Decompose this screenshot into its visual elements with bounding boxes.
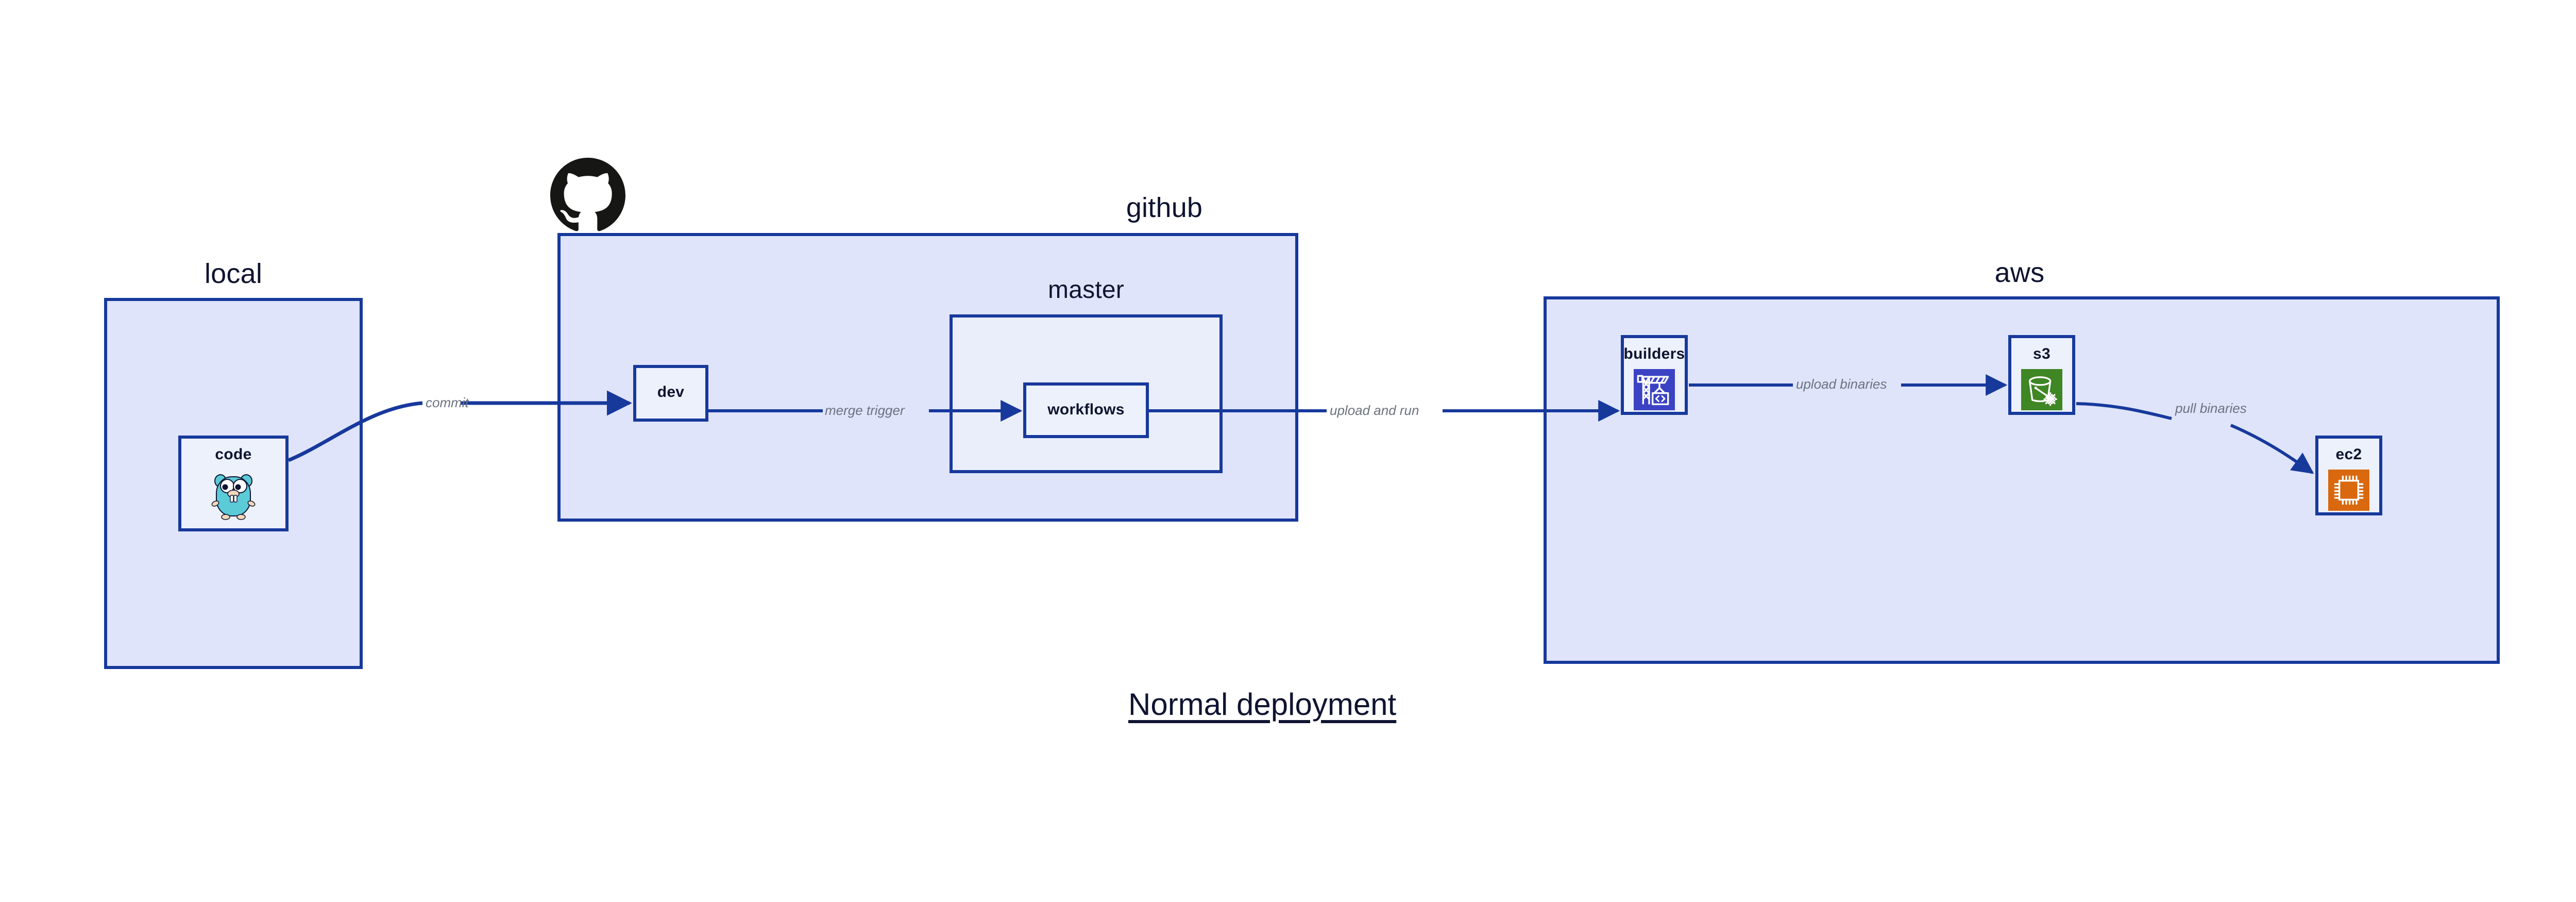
node-s3[interactable]: s3 (2008, 335, 2075, 415)
github-octocat-icon (550, 158, 625, 233)
node-dev-label: dev (657, 383, 685, 400)
edge-label-merge-trigger: merge trigger (825, 403, 905, 418)
bucket-snowflake-icon (2021, 369, 2062, 410)
zone-github-label: github (1126, 192, 1203, 223)
node-ec2-label: ec2 (2335, 446, 2362, 463)
edge-label-pull-binaries: pull binaries (2175, 400, 2247, 416)
zone-local-label: local (204, 258, 263, 289)
page-title: Normal deployment (1128, 687, 1397, 722)
crane-code-icon (1634, 369, 1675, 410)
edge-label-commit: commit (426, 395, 469, 410)
subzone-master-label: master (1048, 276, 1124, 304)
node-builders-label: builders (1623, 345, 1685, 362)
node-ec2[interactable]: ec2 (2315, 436, 2382, 515)
node-code[interactable]: code (178, 436, 289, 531)
edge-label-upload-binaries: upload binaries (1796, 376, 1887, 392)
subzone-master[interactable] (950, 314, 1223, 473)
node-builders[interactable]: builders (1621, 335, 1688, 415)
gopher-icon (210, 470, 257, 521)
node-workflows-label: workflows (1047, 401, 1125, 418)
cpu-chip-icon (2328, 470, 2369, 511)
node-s3-label: s3 (2033, 345, 2050, 362)
edge-label-upload-and-run: upload and run (1330, 403, 1419, 418)
zone-aws-label: aws (1994, 257, 2045, 288)
node-dev[interactable]: dev (633, 365, 708, 422)
node-workflows[interactable]: workflows (1023, 382, 1149, 438)
node-code-label: code (215, 446, 252, 463)
